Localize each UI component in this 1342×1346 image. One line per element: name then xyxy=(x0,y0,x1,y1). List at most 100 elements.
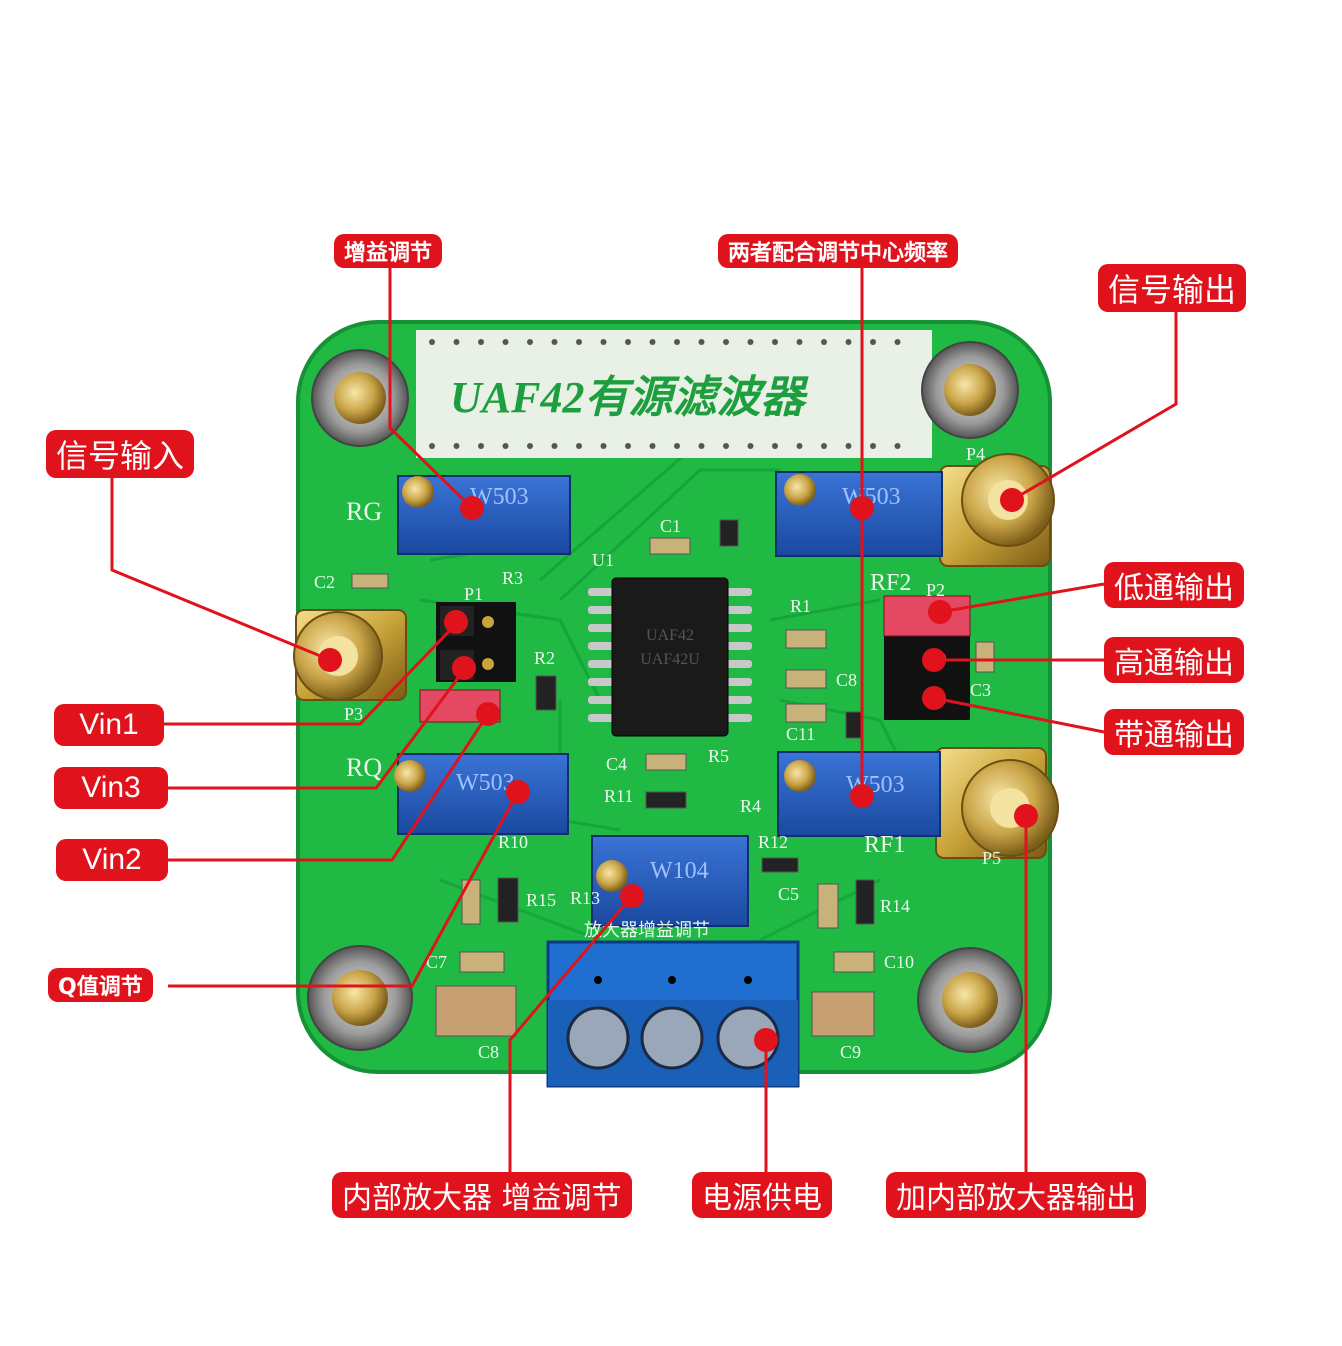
power-terminal-block xyxy=(546,940,800,1088)
sma-connector-amp-output xyxy=(935,747,1059,859)
label-bandpass-output: 带通输出 xyxy=(1104,709,1244,755)
smd-component xyxy=(459,951,505,973)
silkscreen-text: P5 xyxy=(982,848,1001,868)
smd-component xyxy=(785,669,827,689)
smd-component xyxy=(535,675,557,711)
header-hole xyxy=(894,443,901,449)
svg-text:UAF42: UAF42 xyxy=(646,627,694,644)
silkscreen-text: C11 xyxy=(786,724,815,744)
header-hole xyxy=(429,339,435,345)
silkscreen-text: U1 xyxy=(592,550,614,570)
header-hole xyxy=(698,443,705,449)
smd-component xyxy=(975,641,995,673)
header-hole xyxy=(527,339,533,345)
header-hole xyxy=(747,443,754,449)
svg-text:W104: W104 xyxy=(650,858,709,884)
header-hole xyxy=(453,443,460,449)
silkscreen-text: C10 xyxy=(884,952,914,972)
smd-component xyxy=(845,711,863,739)
mount-post-top-left xyxy=(311,349,409,447)
header-hole xyxy=(723,443,729,449)
smd-component xyxy=(855,879,875,925)
header-hole xyxy=(551,339,558,345)
silkscreen-text: P2 xyxy=(926,580,945,600)
silkscreen-text: R12 xyxy=(758,832,788,852)
mount-post-top-right xyxy=(921,341,1019,439)
chip-pin xyxy=(588,714,614,722)
silkscreen-text: R2 xyxy=(534,648,555,668)
chip-pin xyxy=(588,642,614,650)
silkscreen-text: R4 xyxy=(740,796,761,816)
silkscreen-text: C1 xyxy=(660,516,681,536)
header-hole xyxy=(821,339,827,345)
pot-rf1: W503 xyxy=(777,751,941,837)
header-hole xyxy=(772,443,778,449)
leader-lines xyxy=(110,266,1178,1180)
label-power-supply: 电源供电 xyxy=(692,1172,832,1218)
smd-component xyxy=(817,883,839,929)
header-silkscreen-strip xyxy=(416,330,932,458)
header-hole xyxy=(478,339,484,345)
header-hole xyxy=(747,339,754,345)
chip-pin xyxy=(726,714,752,722)
smd-component xyxy=(811,991,875,1037)
header-hole xyxy=(821,443,827,449)
svg-text:W503: W503 xyxy=(456,770,515,796)
silkscreen-text: C2 xyxy=(314,572,335,592)
silkscreen-text: RG xyxy=(346,497,382,526)
silkscreen-text: C8 xyxy=(836,670,857,690)
header-hole xyxy=(600,443,607,449)
leader-gain-adjust xyxy=(388,268,474,510)
header-hole xyxy=(649,443,656,449)
silkscreen-text: R13 xyxy=(570,888,600,908)
silkscreen-text: P3 xyxy=(344,704,363,724)
smd-component xyxy=(497,877,519,923)
header-hole xyxy=(796,443,803,449)
silkscreen-text: C8 xyxy=(478,1042,499,1062)
silkscreen-text: R10 xyxy=(498,832,528,852)
silkscreen-text: 放大器增益调节 xyxy=(584,920,710,940)
label-signal-input: 信号输入 xyxy=(46,430,195,478)
label-q-adjust: Q值调节 xyxy=(48,968,153,1002)
smd-component xyxy=(785,629,827,649)
header-hole xyxy=(772,339,778,345)
header-hole xyxy=(674,443,680,449)
chip-pin xyxy=(726,606,752,614)
chip-pin xyxy=(726,696,752,704)
header-hole xyxy=(478,443,484,449)
mount-post-bottom-left xyxy=(307,945,413,1051)
smd-components xyxy=(351,519,995,1037)
header-hole xyxy=(625,339,631,345)
header-hole xyxy=(576,443,582,449)
sma-connector-output xyxy=(939,453,1055,567)
leader-vin3 xyxy=(168,669,466,790)
header-hole xyxy=(453,339,460,345)
silkscreen-text: R15 xyxy=(526,890,556,910)
silkscreen-text: C4 xyxy=(606,754,627,774)
header-hole xyxy=(429,443,435,449)
smd-component xyxy=(785,703,827,723)
smd-component xyxy=(719,519,739,547)
sma-connector-input xyxy=(293,609,407,701)
smd-component xyxy=(761,857,799,873)
header-hole xyxy=(502,443,509,449)
svg-text:UAF42U: UAF42U xyxy=(640,651,700,668)
header-hole xyxy=(870,339,876,345)
uaf42-chip: UAF42 UAF42U xyxy=(588,577,752,737)
chip-pin xyxy=(588,606,614,614)
header-hole xyxy=(551,443,558,449)
silkscreen-text: C5 xyxy=(778,884,799,904)
leader-signal-in xyxy=(110,476,331,662)
header-hole xyxy=(576,339,582,345)
smd-component xyxy=(645,753,687,771)
silkscreen-text: P1 xyxy=(464,584,483,604)
silkscreen-text: R3 xyxy=(502,568,523,588)
leader-signal-out xyxy=(1011,308,1178,502)
chip-pin xyxy=(588,678,614,686)
silkscreen-text: C3 xyxy=(970,680,991,700)
label-internal-amp-gain: 内部放大器 增益调节 xyxy=(332,1172,632,1218)
header-hole xyxy=(698,339,705,345)
chip-pin xyxy=(588,660,614,668)
